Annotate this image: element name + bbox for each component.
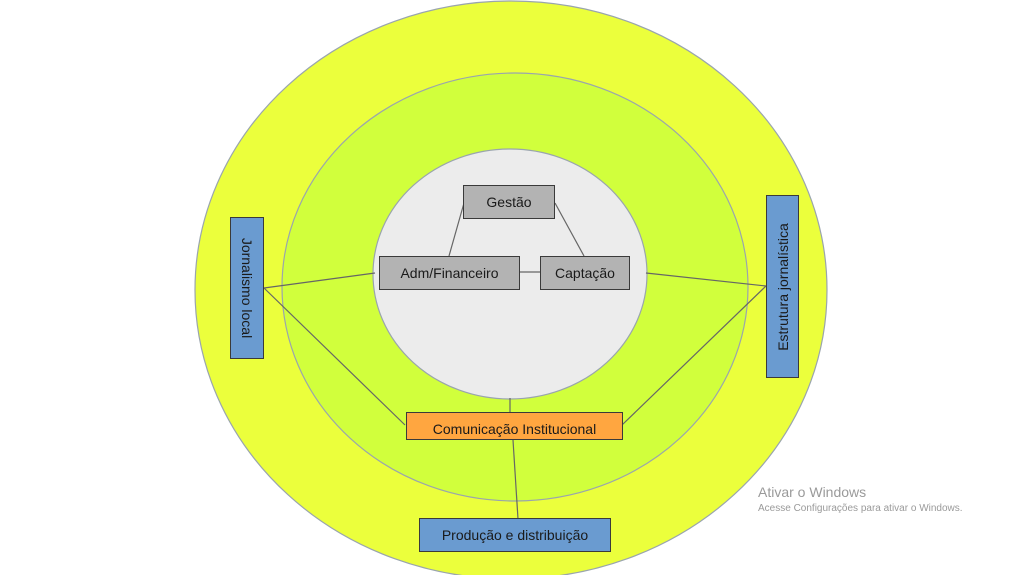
connector-gestao-adm (448, 202, 465, 257)
node-comunicacao-institucional[interactable]: Comunicação Institucional (406, 412, 623, 440)
watermark-title: Ativar o Windows (758, 484, 867, 500)
connector-gestao-captacao (554, 202, 585, 257)
connector-captacao-estrutura (645, 272, 767, 287)
node-estrutura-jornalistica[interactable]: Estrutura jornalística (766, 195, 799, 378)
node-gestao[interactable]: Gestão (463, 185, 555, 219)
node-gestao-label: Gestão (486, 194, 532, 210)
node-estrutura-jornalistica-label: Estrutura jornalística (774, 222, 791, 351)
connector-estrutura-comunicacao (621, 285, 767, 426)
node-jornalismo-local-label: Jornalismo local (239, 237, 255, 339)
connector-jornalismo-comunicacao (263, 287, 406, 426)
node-adm-financeiro[interactable]: Adm/Financeiro (379, 256, 520, 290)
connector-adm-jornalismo (263, 272, 376, 289)
watermark-subtitle: Acesse Configurações para ativar o Windo… (758, 503, 963, 514)
node-producao-distribuicao[interactable]: Produção e distribuição (419, 518, 611, 552)
node-producao-distribuicao-label: Produção e distribuição (441, 527, 589, 543)
node-jornalismo-local[interactable]: Jornalismo local (230, 217, 264, 359)
node-captacao-label: Captação (555, 265, 615, 281)
windows-activation-watermark: Ativar o Windows Acesse Configurações pa… (758, 484, 963, 514)
node-adm-financeiro-label: Adm/Financeiro (400, 265, 499, 281)
connector-comunicacao-producao (512, 439, 519, 520)
node-comunicacao-institucional-label: Comunicação Institucional (432, 421, 597, 437)
node-captacao[interactable]: Captação (540, 256, 630, 290)
